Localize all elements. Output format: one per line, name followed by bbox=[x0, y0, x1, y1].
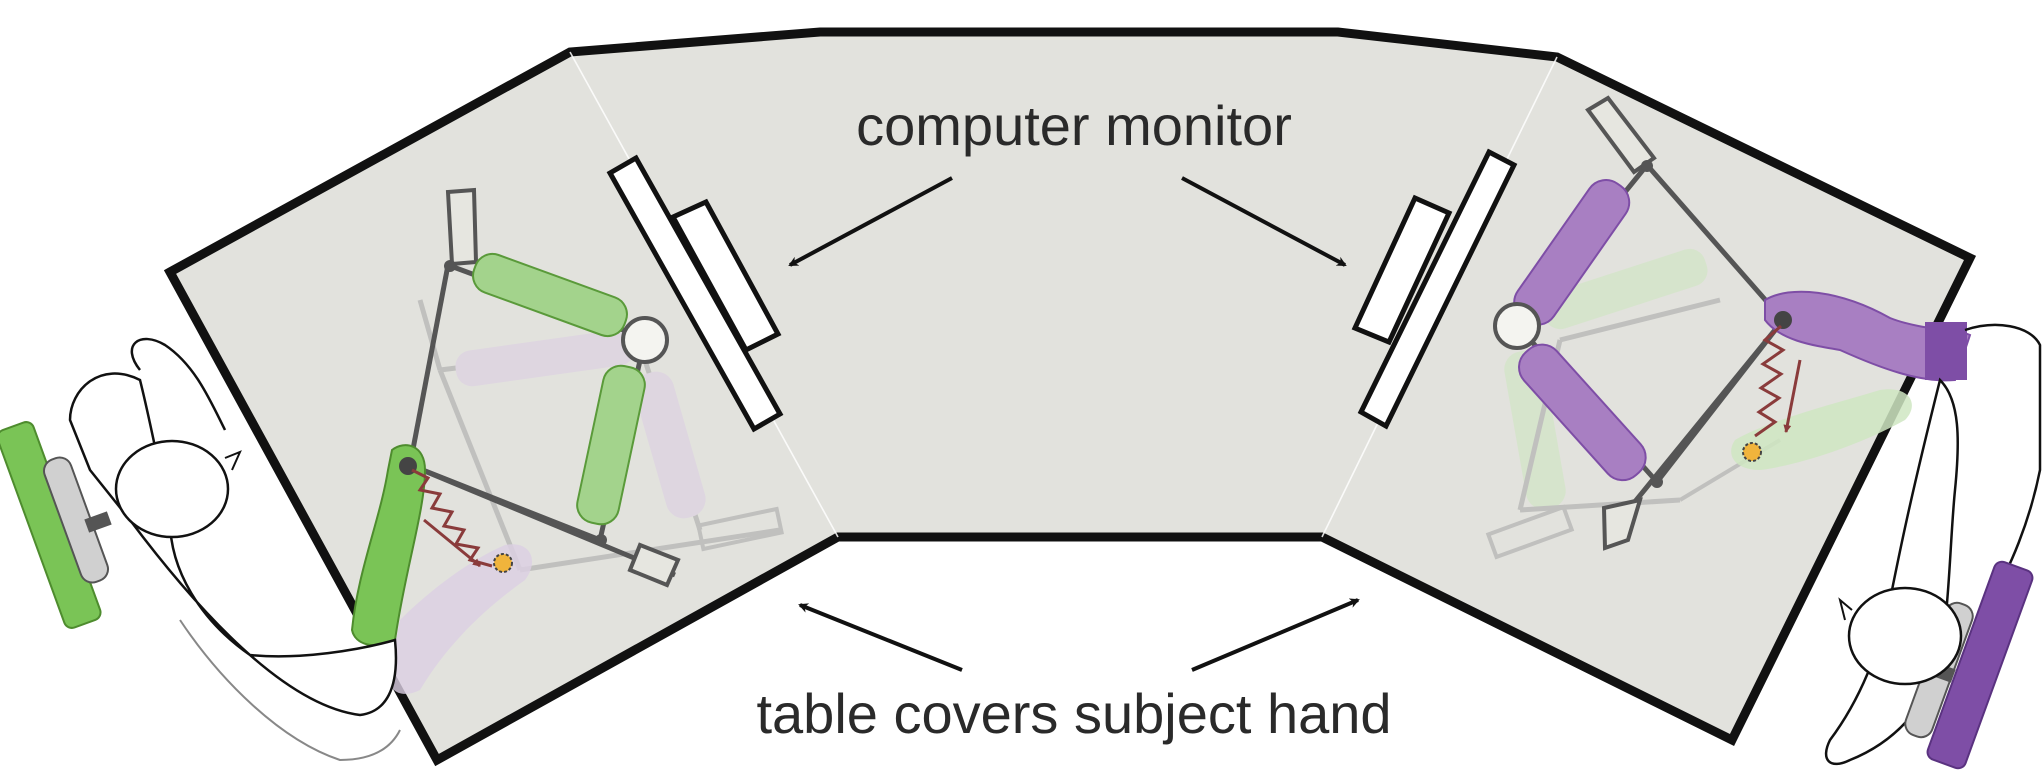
left-computer-monitor-icon bbox=[606, 154, 784, 433]
arrows bbox=[788, 176, 1360, 672]
table-arrow-right-icon bbox=[1191, 598, 1360, 672]
monitor-arrow-left-icon bbox=[788, 176, 953, 267]
left-target-dot-icon bbox=[493, 553, 513, 573]
right-target-dot-icon bbox=[1742, 442, 1762, 462]
monitor-label: computer monitor bbox=[856, 94, 1292, 157]
table-arrow-left-icon bbox=[798, 603, 963, 672]
right-robot-arm-icon bbox=[1493, 95, 1972, 551]
left-robot-ghost-arm-icon bbox=[417, 299, 784, 573]
right-spring-icon bbox=[1754, 324, 1786, 438]
left-spring-icon bbox=[411, 468, 493, 568]
table-label: table covers subject hand bbox=[756, 682, 1391, 745]
right-computer-monitor-icon bbox=[1351, 148, 1518, 430]
monitor-arrow-right-icon bbox=[1181, 176, 1347, 267]
left-subject-person-icon bbox=[0, 337, 401, 762]
right-subject-person-icon bbox=[1824, 323, 2042, 770]
left-robot-arm-icon bbox=[350, 187, 681, 694]
table-surface bbox=[163, 27, 1977, 767]
